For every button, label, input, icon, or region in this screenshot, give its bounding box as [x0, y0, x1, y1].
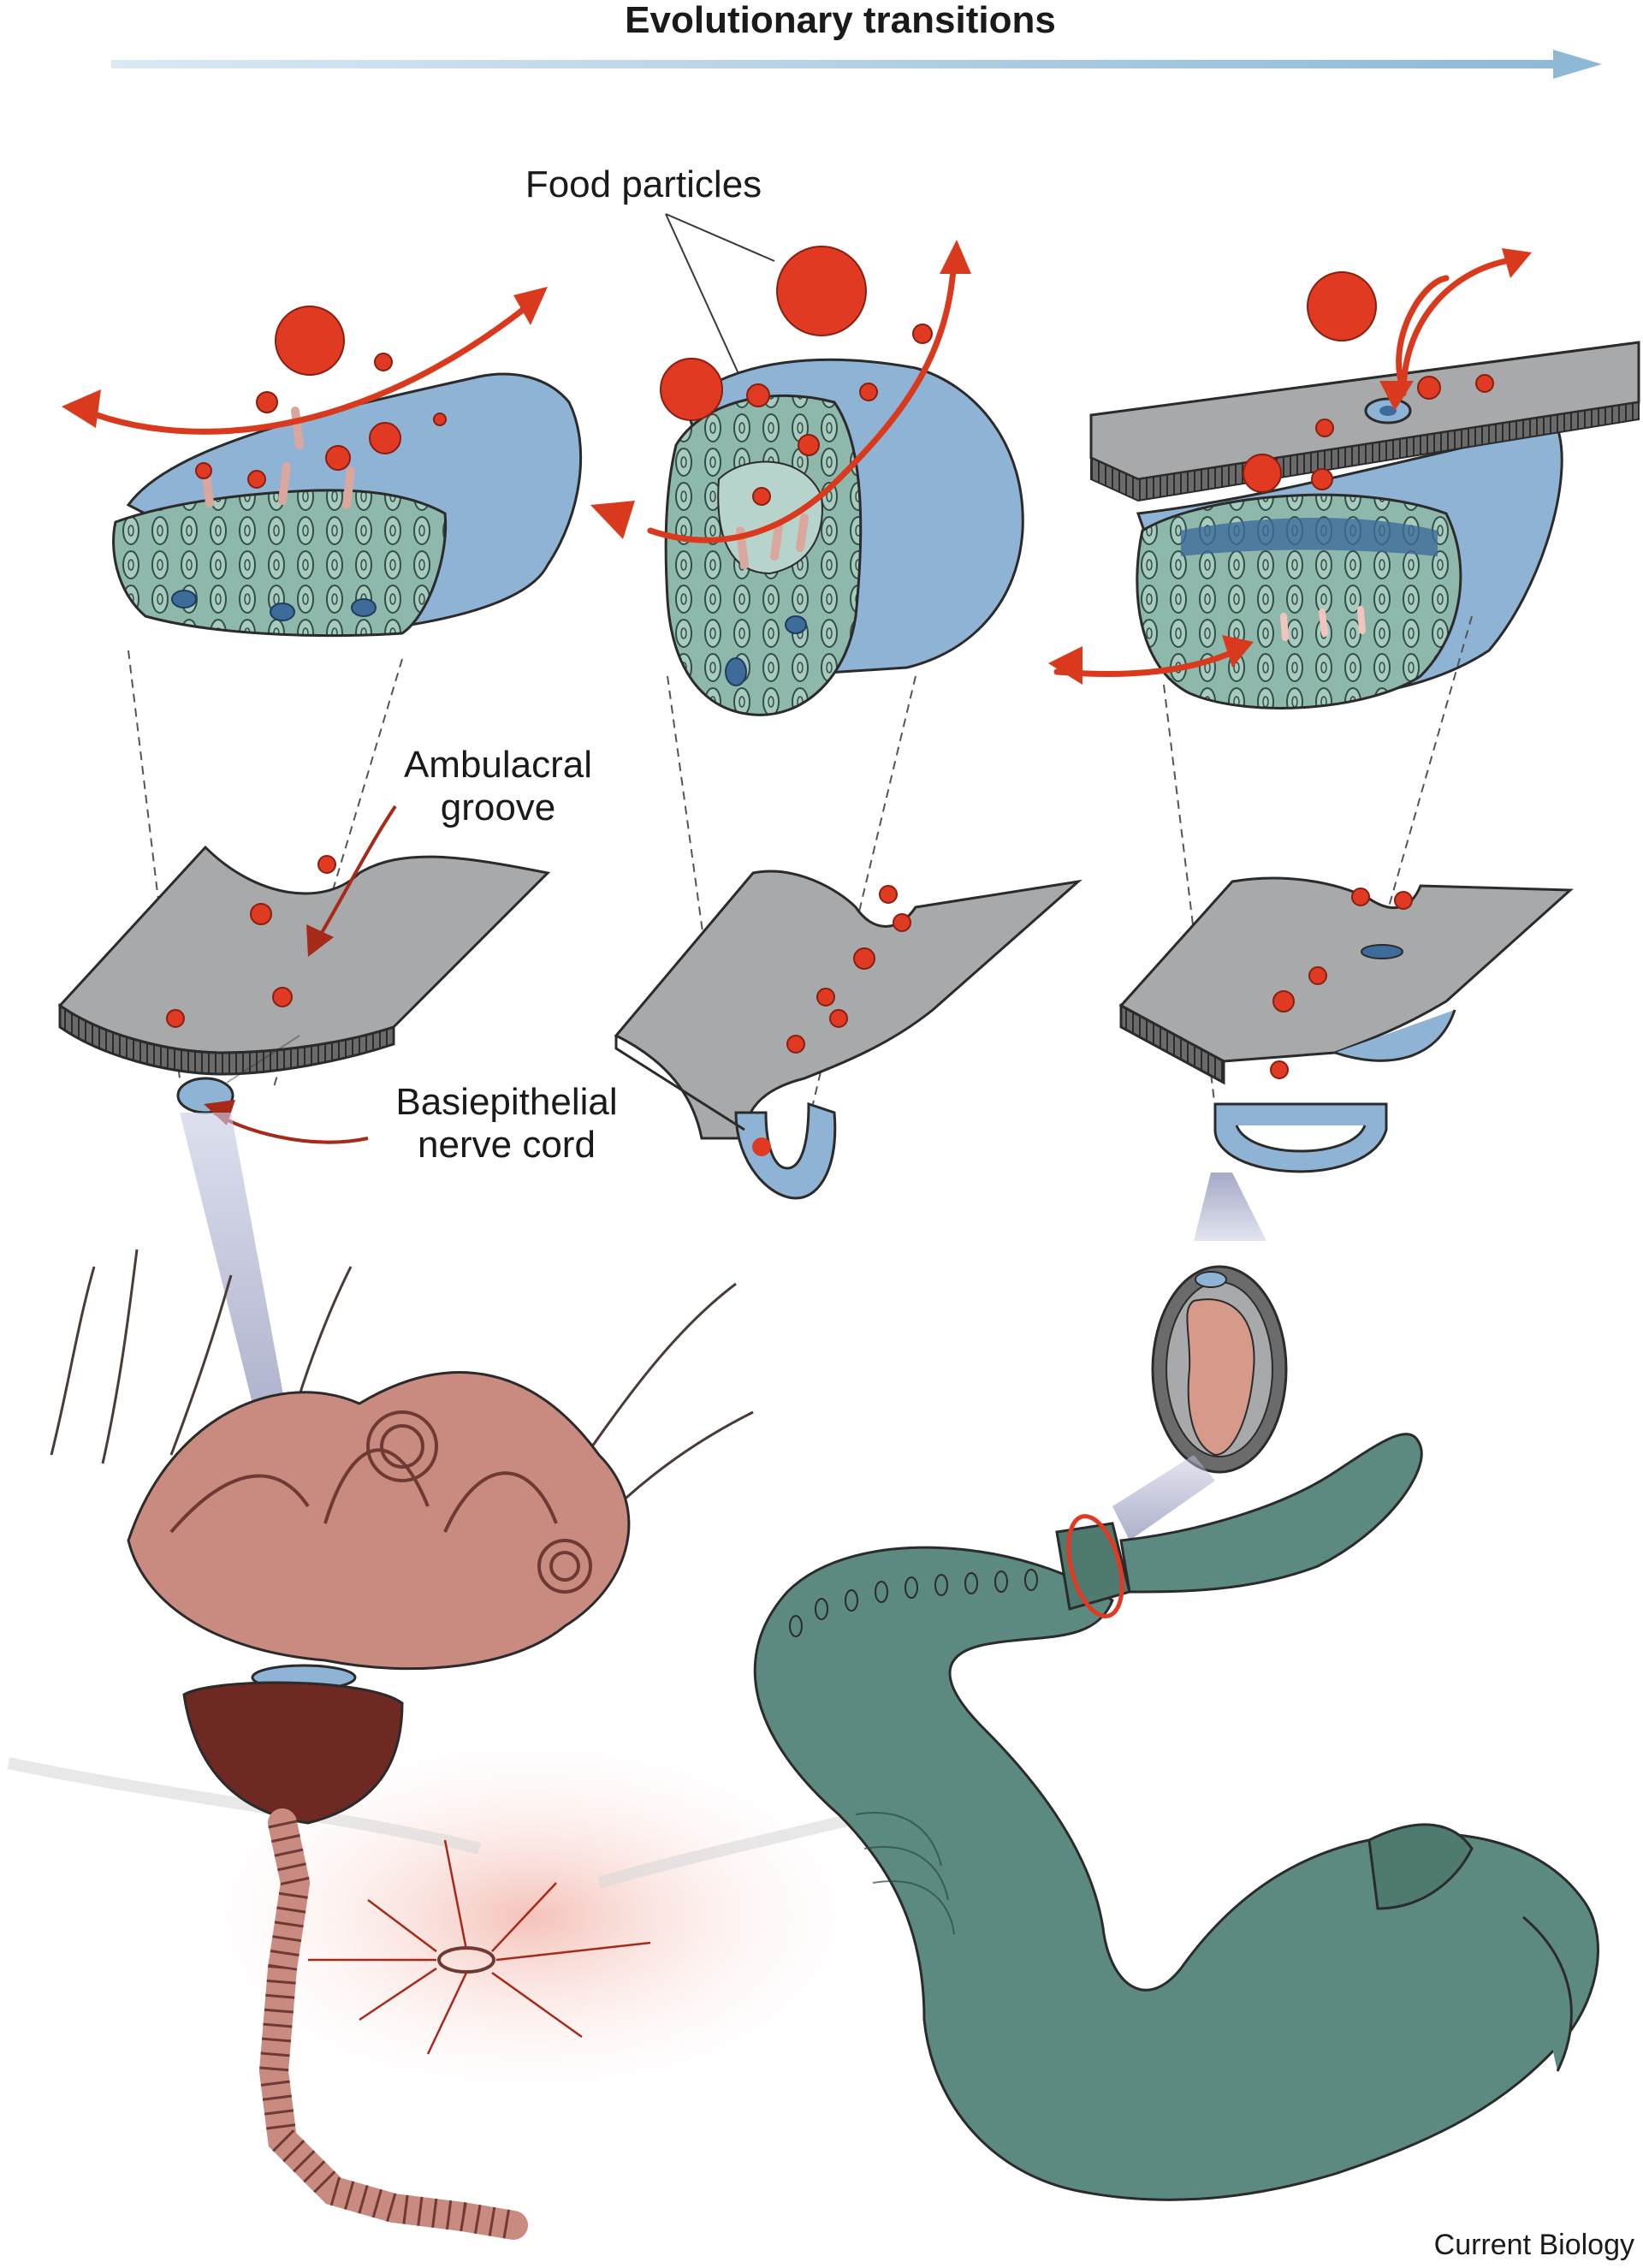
arrow-right-icon [111, 50, 1602, 79]
red-arrowheads [62, 240, 1532, 685]
projection-beam-right-bottom [1112, 1455, 1215, 1541]
cross-section-inset [1151, 1265, 1288, 1474]
food-particle-icon [195, 246, 1494, 506]
groove-enclosed [1118, 876, 1574, 1173]
groove-deep [614, 870, 1082, 1200]
title: Evolutionary transitions [625, 0, 1056, 41]
tissue-block-open-groove [112, 372, 583, 638]
ambulacral-groove-label: Ambulacral [404, 744, 592, 786]
groove-open [57, 845, 551, 1114]
projection-beam-right-top [1194, 1173, 1266, 1241]
credit: Current Biology [1434, 2229, 1634, 2261]
ambulacral-groove-label-line2: groove [441, 787, 556, 828]
food-particles-pointer [665, 213, 775, 388]
crinoid-illustration [7, 1249, 943, 2240]
basiepithelial-label: Basiepithelial [395, 1081, 617, 1123]
tissue-block-closed-tube [1089, 341, 1640, 709]
food-particles-label: Food particles [525, 163, 762, 205]
acorn-worm-illustration [753, 1433, 1599, 2201]
food-particle-icon [166, 855, 1413, 1079]
nerve-cord-label: nerve cord [418, 1124, 596, 1166]
tissue-block-closing-groove [664, 358, 1024, 716]
